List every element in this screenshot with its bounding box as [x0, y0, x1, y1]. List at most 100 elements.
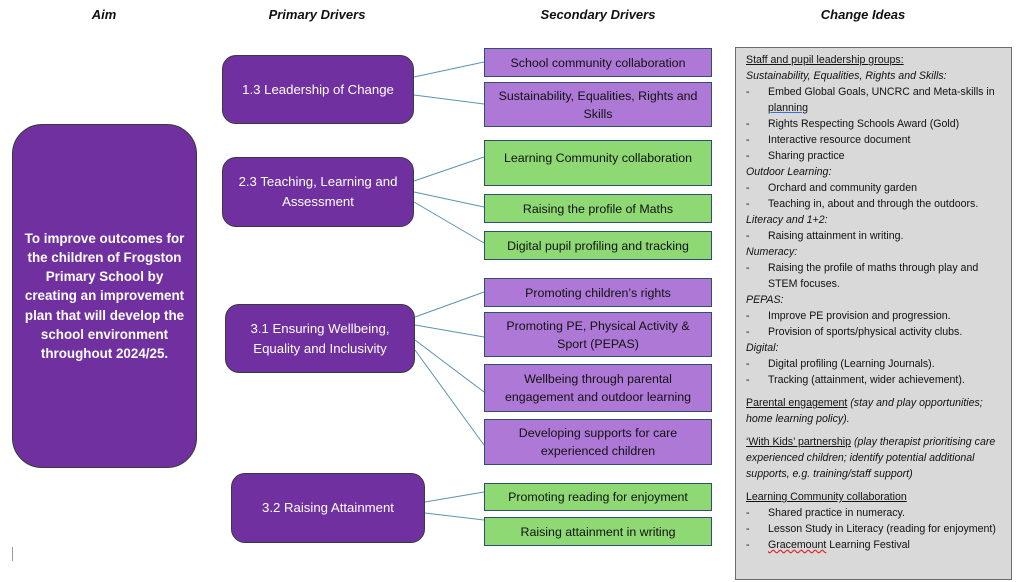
change-ideas-subheading: Literacy and 1+2: [746, 214, 828, 226]
change-idea-item: - Teaching in, about and through the outd… [746, 196, 1003, 212]
change-idea-item: - Raising attainment in writing. [746, 228, 1003, 244]
change-idea-item: - Sharing practice [746, 148, 1003, 164]
secondary-driver-label: Developing supports for care experienced… [518, 426, 678, 458]
secondary-driver-label: Sustainability, Equalities, Rights and S… [498, 88, 698, 121]
change-idea-text: planning [768, 102, 809, 114]
bullet-dash: - [746, 150, 750, 162]
secondary-driver: Wellbeing through parental engagement an… [484, 364, 712, 412]
change-idea-text: Raising the profile of maths through pla… [768, 262, 979, 290]
secondary-driver: School community collaboration [484, 48, 712, 77]
secondary-driver: Promoting children’s rights [484, 278, 712, 307]
bullet-dash: - [746, 539, 750, 551]
change-idea-text: Rights Respecting Schools Award (Gold) [768, 118, 960, 130]
column-header-aim: Aim [91, 7, 117, 22]
aim-box: To improve outcomes for the children of … [12, 124, 197, 468]
change-idea-text: Sharing practice [768, 150, 845, 162]
secondary-driver: Digital pupil profiling and tracking [484, 231, 712, 260]
bullet-dash: - [746, 134, 750, 146]
connector-1-2 [413, 94, 485, 105]
change-idea-text: Lesson Study in Literacy (reading for en… [768, 523, 996, 535]
primary-driver-wellbeing: 3.1 Ensuring Wellbeing, Equality and Inc… [225, 304, 415, 373]
change-idea-item: - Shared practice in numeracy. [746, 505, 1003, 521]
primary-driver-teaching: 2.3 Teaching, Learning and Assessment [222, 157, 414, 227]
change-idea-item: - Interactive resource document [746, 132, 1003, 148]
change-idea-text: Tracking (attainment, wider achievement)… [768, 374, 965, 386]
change-idea-text: Gracemount [768, 539, 827, 551]
bullet-dash: - [746, 374, 750, 386]
primary-driver-label: 3.2 Raising Attainment [262, 500, 394, 515]
change-idea-text: Orchard and community garden [768, 182, 917, 194]
change-idea-text: Shared practice in numeracy. [768, 507, 905, 519]
change-ideas-subheading: Digital: [746, 342, 779, 354]
bullet-dash: - [746, 86, 750, 98]
connector-2-1 [413, 156, 485, 182]
change-idea-item: - Embed Global Goals, UNCRC and Meta-skil… [746, 84, 1003, 116]
change-idea-text: Teaching in, about and through the outdo… [768, 198, 979, 210]
column-header-change-ideas: Change Ideas [820, 7, 906, 22]
change-idea-text: Embed Global Goals, UNCRC and Meta-skill… [768, 86, 995, 98]
secondary-driver-label: Digital pupil profiling and tracking [507, 238, 689, 253]
change-idea-item: -Rights Respecting Schools Award (Gold) [746, 116, 1003, 132]
connector-1-1 [413, 61, 485, 78]
change-idea-text: Interactive resource document [768, 134, 911, 146]
connector-2-3 [413, 201, 485, 244]
secondary-driver: Learning Community collaboration [484, 140, 712, 186]
change-ideas-panel: Staff and pupil leadership groups: Susta… [735, 47, 1012, 580]
bullet-dash: - [746, 262, 750, 274]
change-idea-text: Learning Festival [826, 539, 910, 551]
bullet-dash: - [746, 358, 750, 370]
primary-driver-label: 3.1 Ensuring Wellbeing, Equality and Inc… [250, 320, 390, 356]
secondary-driver: Sustainability, Equalities, Rights and S… [484, 82, 712, 127]
secondary-driver-label: Promoting PE, Physical Activity & Sport … [506, 318, 690, 351]
column-header-secondary-drivers: Secondary Drivers [540, 7, 656, 22]
secondary-driver-label: Raising the profile of Maths [522, 201, 674, 216]
secondary-driver: Promoting PE, Physical Activity & Sport … [484, 312, 712, 357]
change-idea-item: - Orchard and community garden [746, 180, 1003, 196]
with-kids-detail: (play therapist prioritising care experi… [746, 436, 996, 480]
change-idea-text: Digital profiling (Learning Journals). [768, 358, 935, 370]
parental-engagement-title: Parental engagement [746, 397, 848, 409]
connector-4-1 [424, 491, 485, 503]
change-ideas-subheading: Sustainability, Equalities, Rights and S… [746, 70, 947, 82]
change-ideas-subheading: PEPAS: [746, 294, 784, 306]
with-kids-title: ‘With Kids’ partnership [746, 436, 851, 448]
aim-text: To improve outcomes for the children of … [24, 230, 185, 361]
change-ideas-subheading: Numeracy: [746, 246, 798, 258]
bullet-dash: - [746, 507, 750, 519]
secondary-driver-label: School community collaboration [510, 55, 686, 70]
change-idea-item: - Tracking (attainment, wider achievement… [746, 372, 1003, 388]
change-idea-item: - Digital profiling (Learning Journals). [746, 356, 1003, 372]
change-idea-item: -Provision of sports/physical activity c… [746, 324, 1003, 340]
bullet-dash: - [746, 523, 750, 535]
secondary-driver: Promoting reading for enjoyment [484, 483, 712, 511]
secondary-driver: Raising the profile of Maths [484, 194, 712, 223]
connector-2-2 [413, 191, 485, 208]
parental-engagement-detail: (stay and play opportunities; home learn… [746, 397, 983, 425]
column-header-primary-drivers: Primary Drivers [268, 7, 366, 22]
change-ideas-subheading: Outdoor Learning: [746, 166, 832, 178]
secondary-driver-label: Wellbeing through parental engagement an… [504, 372, 691, 404]
primary-driver-leadership: 1.3 Leadership of Change [222, 55, 414, 124]
change-idea-item: - Raising the profile of maths through pl… [746, 260, 1003, 292]
connector-3-2 [414, 324, 485, 338]
secondary-driver-label: Raising attainment in writing [520, 524, 676, 539]
connector-3-3 [414, 339, 485, 393]
primary-driver-label: 1.3 Leadership of Change [242, 81, 394, 97]
parental-engagement-note: Parental engagement (stay and play oppor… [746, 395, 1003, 427]
change-idea-item: -Improve PE provision and progression. [746, 308, 1003, 324]
secondary-driver-label: Promoting children’s rights [525, 285, 671, 300]
secondary-driver-label: Promoting reading for enjoyment [508, 490, 688, 504]
bullet-dash: - [746, 230, 750, 242]
change-idea-text: Raising attainment in writing. [768, 230, 904, 242]
bullet-dash: - [746, 182, 750, 194]
change-idea-item: - Gracemount Learning Festival [746, 537, 1003, 553]
secondary-driver: Raising attainment in writing [484, 517, 712, 546]
change-idea-text: Provision of sports/physical activity cl… [768, 326, 963, 338]
text-cursor [12, 547, 13, 561]
change-ideas-heading: Learning Community collaboration [746, 491, 907, 503]
change-idea-text: Improve PE provision and progression. [768, 310, 951, 322]
connector-3-1 [414, 291, 485, 318]
primary-driver-label: 2.3 Teaching, Learning and Assessment [238, 174, 398, 209]
bullet-dash: - [746, 198, 750, 210]
